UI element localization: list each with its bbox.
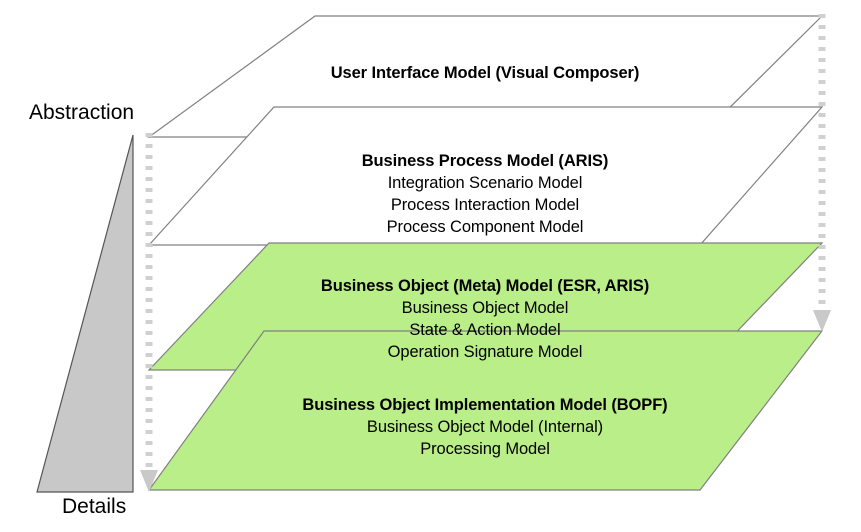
axis-label-details: Details: [62, 495, 127, 518]
layer-title-business-object-meta-model: Business Object (Meta) Model (ESR, ARIS): [320, 277, 650, 295]
layer-item: Business Object Model: [401, 299, 569, 317]
layer-title-business-process-model: Business Process Model (ARIS): [361, 152, 609, 170]
layer-text-user-interface-model: User Interface Model (Visual Composer): [180, 62, 790, 84]
layer-item: Process Interaction Model: [390, 196, 580, 214]
layer-item: Processing Model: [420, 440, 550, 458]
layer-item: Integration Scenario Model: [387, 174, 583, 192]
layer-text-business-process-model: Business Process Model (ARIS) Integratio…: [180, 150, 790, 238]
layer-item: Operation Signature Model: [387, 343, 583, 361]
gradient-triangle-icon: [36, 134, 134, 493]
layer-item: State & Action Model: [409, 321, 561, 339]
left-axis-arrow-icon: [140, 470, 158, 492]
layer-item: Business Object Model (Internal): [366, 418, 604, 436]
axis-label-abstraction: Abstraction: [29, 101, 135, 124]
layer-title-business-object-implementation-model: Business Object Implementation Model (BO…: [302, 396, 668, 414]
layer-text-business-object-implementation-model: Business Object Implementation Model (BO…: [180, 394, 790, 460]
layer-title-user-interface-model: User Interface Model (Visual Composer): [330, 64, 640, 82]
right-axis-arrow-icon: [813, 310, 831, 332]
layer-shape-business-object-implementation-model[interactable]: [147, 330, 824, 491]
layer-text-business-object-meta-model: Business Object (Meta) Model (ESR, ARIS)…: [180, 275, 790, 363]
layer-item: Process Component Model: [386, 218, 584, 236]
